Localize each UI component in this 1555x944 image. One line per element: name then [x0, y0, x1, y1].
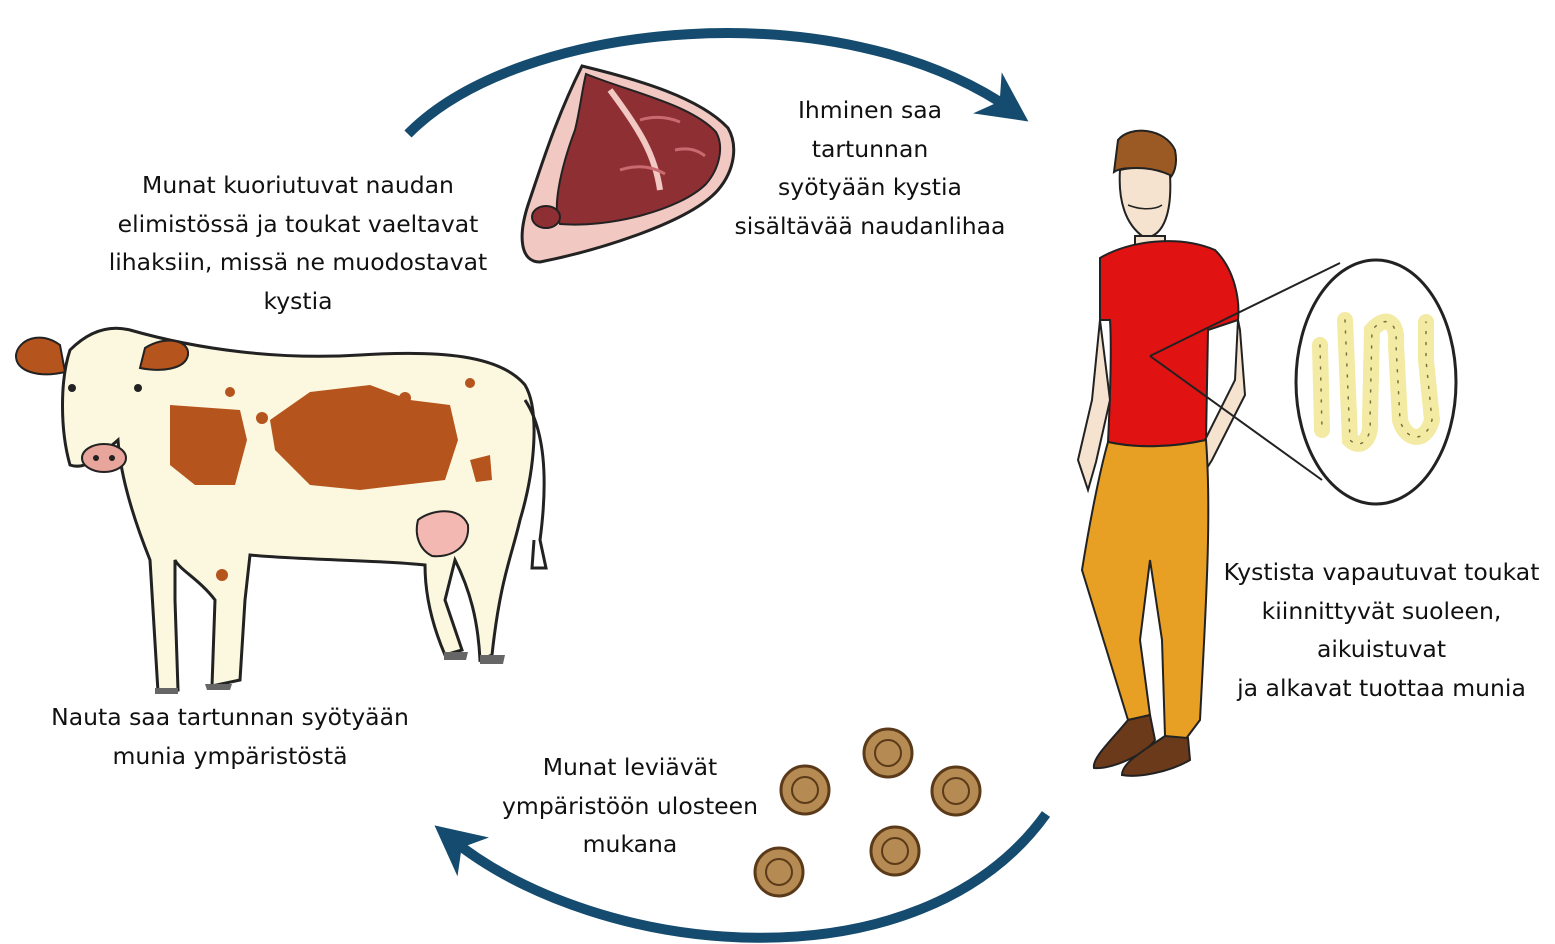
stage-label-adult-worm: Kystista vapautuvat toukat kiinnittyvät … — [1208, 553, 1555, 707]
stage-label-human-infection: Ihminen saa tartunnan syötyään kystia si… — [720, 91, 1020, 245]
stage-label-eggs-spread: Munat leviävät ympäristöön ulosteen muka… — [480, 748, 780, 864]
egg-icon — [781, 766, 829, 814]
cow-icon — [16, 328, 546, 694]
stage-label-cow-infection: Nauta saa tartunnan syötyään munia ympär… — [20, 698, 440, 775]
egg-icon — [871, 827, 919, 875]
egg-icon — [932, 767, 980, 815]
egg-icon — [864, 729, 912, 777]
beef-steak-icon — [522, 66, 734, 262]
stage-label-larvae-cysts: Munat kuoriutuvat naudan elimistössä ja … — [88, 166, 508, 320]
